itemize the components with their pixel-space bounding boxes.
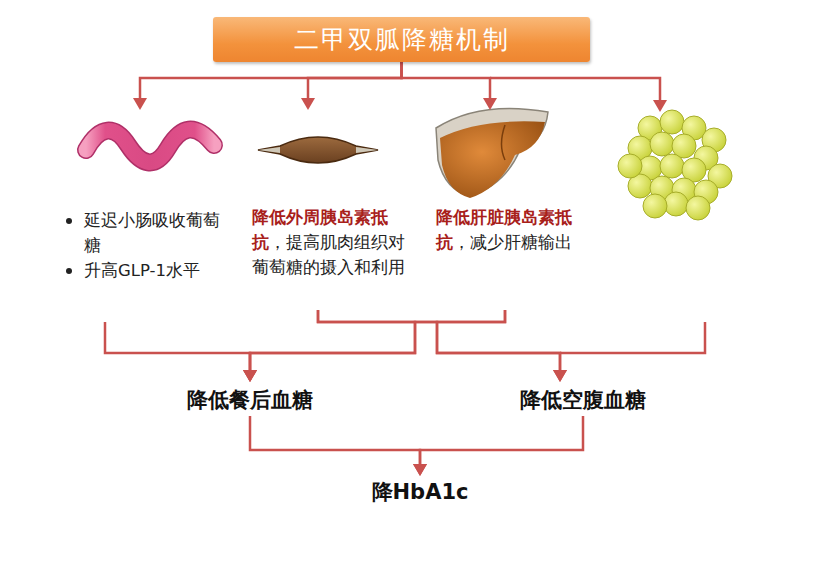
connector — [402, 62, 498, 110]
connector — [437, 310, 567, 382]
arrow-head — [133, 98, 147, 110]
arrow-head — [243, 370, 257, 382]
arrow-head — [301, 98, 315, 110]
liver-icon — [436, 108, 548, 198]
connector-line — [250, 416, 420, 464]
arrow-head — [243, 370, 257, 382]
connector-line — [250, 310, 415, 370]
result-text: 降HbA1c — [372, 478, 469, 506]
arrow-head — [413, 464, 427, 476]
fat-cell — [643, 194, 667, 218]
connector — [413, 416, 583, 476]
result-text: 降低空腹血糖 — [520, 386, 646, 414]
bullet-dot — [66, 268, 72, 274]
intestine-icon — [86, 130, 214, 163]
connector-line — [140, 62, 402, 98]
fat-cells-icon — [618, 110, 732, 220]
bullet-dot — [66, 218, 72, 224]
fat-cell — [660, 110, 684, 134]
muscle-icon — [258, 137, 378, 163]
muscle-panel: 降低外周胰岛素抵抗，提高肌肉组织对葡萄糖的摄入和利用 — [252, 110, 414, 310]
result-text: 降低餐后血糖 — [187, 386, 313, 414]
bullet-row: 升高GLP-1水平 — [60, 258, 220, 283]
bullet-row: 延迟小肠吸收葡萄糖 — [60, 208, 220, 258]
text-block: 降低肝脏胰岛素抵抗，减少肝糖输出 — [436, 205, 586, 255]
fat-cell — [664, 192, 688, 216]
label-text: 升高GLP-1水平 — [84, 258, 200, 283]
connector-line — [308, 62, 402, 98]
connector-line — [420, 416, 583, 464]
label-text: 降HbA1c — [372, 478, 469, 506]
connector-line — [105, 322, 250, 370]
connector-line — [402, 62, 491, 98]
title-box: 二甲双胍降糖机制 — [213, 17, 590, 62]
connector — [301, 62, 402, 110]
title-text: 二甲双胍降糖机制 — [294, 23, 510, 56]
liver-panel: 降低肝脏胰岛素抵抗，减少肝糖输出 — [436, 110, 586, 310]
fat-cell — [618, 154, 642, 178]
connector — [250, 416, 427, 476]
arrow-head — [553, 370, 567, 382]
fat-cell — [660, 154, 684, 178]
fat-cell — [686, 196, 710, 220]
arrow-head — [653, 100, 667, 112]
arrow-head — [483, 98, 497, 110]
fat-cell — [650, 132, 674, 156]
label-text: ，减少肝糖输出 — [453, 233, 572, 252]
label-text: 降低餐后血糖 — [187, 386, 313, 414]
intestine-panel: 延迟小肠吸收葡萄糖升高GLP-1水平 — [60, 110, 220, 322]
label-text: ，提高肌肉组织对葡萄糖的摄入和利用 — [252, 233, 405, 277]
arrow-head — [553, 370, 567, 382]
label-text: 降低空腹血糖 — [520, 386, 646, 414]
arrow-head — [243, 370, 257, 382]
arrow-head — [413, 464, 427, 476]
connector — [105, 322, 257, 382]
connector-line — [318, 310, 560, 370]
connector — [133, 62, 402, 110]
connector-line — [250, 310, 505, 370]
text-block: 降低外周胰岛素抵抗，提高肌肉组织对葡萄糖的摄入和利用 — [252, 205, 414, 280]
connector — [318, 310, 567, 382]
label-text: 延迟小肠吸收葡萄糖 — [84, 208, 220, 258]
connector-line — [437, 310, 560, 370]
